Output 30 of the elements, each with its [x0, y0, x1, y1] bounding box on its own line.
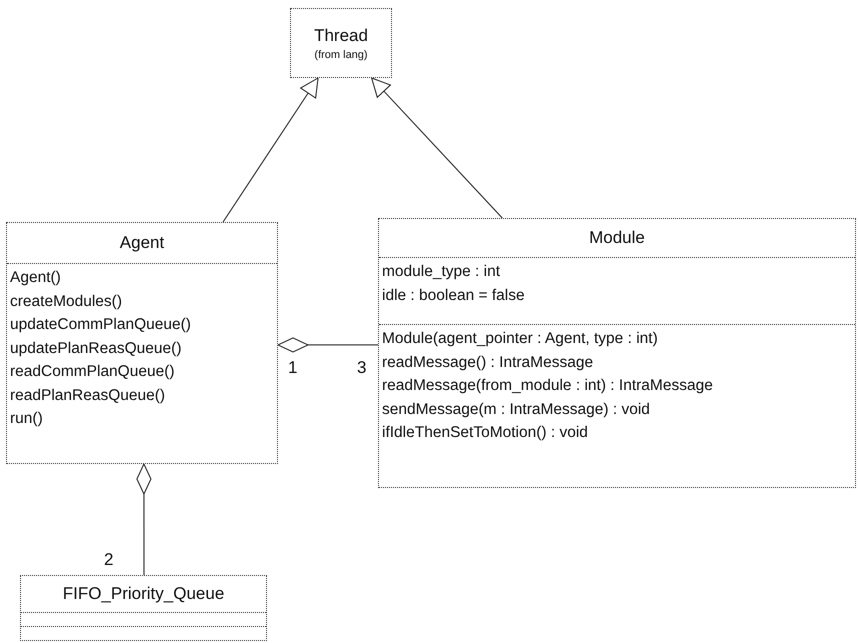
- class-name: Module: [589, 228, 645, 248]
- class-member: readMessage(from_module : int) : IntraMessage: [382, 376, 713, 396]
- class-box: [378, 218, 856, 488]
- class-member: ifIdleThenSetToMotion() : void: [382, 423, 588, 443]
- class-member: createModules(): [10, 292, 122, 312]
- class-member: updateCommPlanQueue(): [10, 315, 191, 335]
- class-member: updatePlanReasQueue(): [10, 338, 182, 358]
- class-member: Agent(): [10, 268, 61, 288]
- class-member: readMessage() : IntraMessage: [382, 352, 594, 372]
- multiplicity-label: 1: [288, 358, 298, 378]
- class-member: idle : boolean = false: [382, 286, 525, 306]
- class-member: sendMessage(m : IntraMessage) : void: [382, 400, 650, 420]
- class-box: [290, 8, 392, 78]
- package-note: (from lang): [314, 48, 368, 60]
- class-member: readPlanReasQueue(): [10, 386, 166, 406]
- class-member: readCommPlanQueue(): [10, 362, 175, 382]
- aggregation-line: [278, 337, 378, 352]
- generalization-arrow: [222, 78, 319, 222]
- class-member: Module(agent_pointer : Agent, type : int): [382, 329, 658, 349]
- generalization-arrow: [371, 78, 503, 218]
- class-name: Thread: [314, 26, 368, 46]
- multiplicity-label: 3: [357, 358, 366, 378]
- class-box: [20, 575, 267, 641]
- multiplicity-label: 2: [104, 550, 114, 570]
- class-member: run(): [10, 409, 43, 429]
- class-box: [6, 222, 278, 464]
- aggregation-line: [136, 464, 152, 576]
- class-name: Agent: [120, 233, 164, 253]
- class-member: module_type : int: [382, 262, 500, 282]
- class-name: FIFO_Priority_Queue: [62, 584, 224, 604]
